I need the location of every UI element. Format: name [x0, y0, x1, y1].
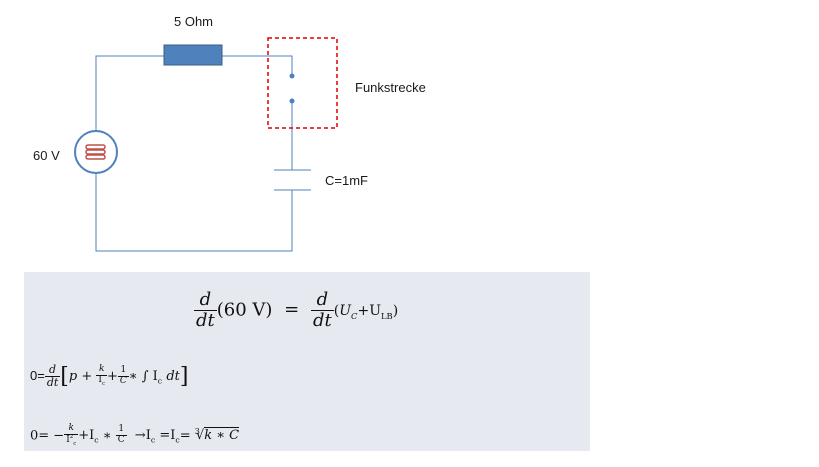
eq1-lhs-argument: (60 V) — [216, 299, 273, 321]
eq1-equals: = — [284, 299, 300, 321]
eq2-one-over-c: 1 C — [117, 365, 129, 387]
eq2-zero: 0= — [30, 368, 45, 384]
wire-top-left — [95, 55, 164, 131]
equation-3: 0= − k I2c +Ic ∗ 1 C →Ic =Ic= 3√k ∗ C — [30, 423, 240, 448]
voltage-source-label: 60 V — [33, 148, 60, 163]
wire-top-right — [222, 55, 293, 75]
spark-gap-symbol — [289, 73, 295, 104]
wire-bottom — [95, 174, 293, 252]
eq2-close-bracket: ] — [179, 364, 189, 390]
spark-gap-highlight-box — [267, 37, 338, 129]
resistor-symbol — [163, 44, 223, 66]
derivative-numerator: d — [194, 290, 217, 311]
eq3-times: ∗ — [102, 428, 112, 444]
derivative-denominator: dt — [196, 309, 215, 331]
equation-panel: d dt (60 V) = d dt (UC+ULB) 0= d dt [p +… — [24, 272, 590, 451]
eq3-equals-root: = — [179, 428, 191, 444]
eq3-cube-root: 3√k ∗ C — [194, 426, 240, 444]
equation-1: d dt (60 V) = d dt (UC+ULB) — [194, 290, 398, 331]
eq3-arrow-ic: →Ic — [134, 428, 156, 445]
derivative-denominator-rhs: dt — [313, 309, 332, 331]
eq3-k-over-ic2: k I2c — [64, 423, 79, 447]
derivative-operator-rhs: d dt — [311, 290, 334, 331]
eq2-integral: ∗ ∫ Ic dt — [128, 369, 180, 386]
spark-gap-label: Funkstrecke — [355, 80, 426, 95]
eq3-equals-ic: =Ic — [159, 428, 180, 445]
eq3-plus-ic: +Ic — [78, 428, 99, 445]
capacitor-label: C=1mF — [325, 173, 368, 188]
derivative-numerator-rhs: d — [311, 290, 334, 311]
eq2-derivative: d dt — [44, 363, 61, 390]
derivative-operator: d dt — [194, 290, 217, 331]
eq2-open-bracket: [ — [60, 364, 69, 390]
eq2-k-over-ic: k Ic — [96, 364, 107, 387]
voltage-source-symbol — [74, 130, 118, 174]
eq3-zero: 0= − — [30, 428, 65, 444]
capacitor-symbol — [274, 169, 311, 191]
circuit-wires — [95, 55, 293, 252]
equation-2: 0= d dt [p + k Ic + 1 C ∗ ∫ Ic dt] — [30, 363, 189, 390]
eq3-one-over-c: 1 C — [115, 424, 127, 446]
eq2-p-term: p + — [68, 369, 93, 385]
resistor-label: 5 Ohm — [174, 14, 214, 29]
circuit-diagram — [74, 37, 338, 252]
eq1-rhs-argument: (UC+ULB) — [333, 303, 399, 322]
eq2-plus: + — [106, 369, 118, 385]
